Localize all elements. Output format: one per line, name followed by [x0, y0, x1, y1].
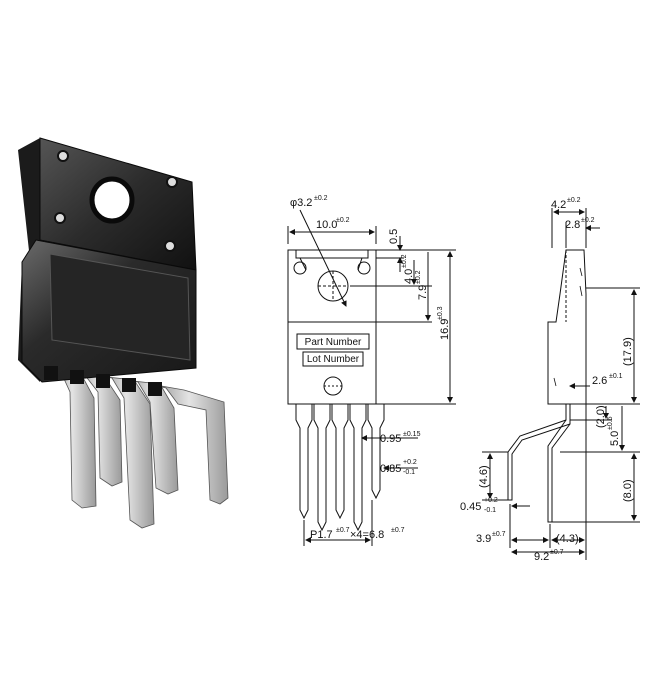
foot-b-dim: (4.3) — [556, 533, 579, 545]
front-view-drawing — [287, 209, 456, 546]
body-height-dim: 16.9 — [439, 319, 451, 340]
hole-diameter-dim: φ3.2 — [290, 197, 312, 209]
tab-height-dim: 7.9 — [417, 285, 429, 300]
side-view-drawing — [482, 208, 640, 560]
hole-center-tol: ±0.2 — [401, 254, 408, 268]
pitch-total-dim: ×4=6.8 — [350, 529, 384, 541]
lead-width-tol: ±0.15 — [403, 431, 421, 438]
foot-c-dim: 9.2 — [534, 551, 549, 563]
side-body-outline — [547, 249, 587, 405]
part-number-box — [296, 333, 370, 350]
lead-length-a-dim: (4.6) — [478, 465, 490, 488]
bend-total-dim: 5.0 — [609, 431, 621, 446]
tab-thickness-tol: ±0.2 — [581, 217, 595, 224]
front-body-outline — [287, 249, 377, 405]
lead-length-b-dim: (8.0) — [622, 479, 634, 502]
package-3d-render — [18, 137, 229, 529]
foot-c-tol: ±0.7 — [550, 549, 564, 556]
side-view-labels: 4.2 ±0.2 2.8 ±0.2 (17.9) 2.6 ±0.1 (2.0) … — [460, 197, 634, 563]
width-dim: 10.0 — [316, 219, 337, 231]
top-offset-dim: 0.5 — [388, 229, 400, 244]
hole-center-dim: 4.0 — [403, 269, 415, 284]
body-height-tol: ±0.3 — [437, 306, 444, 320]
thickness-tol: ±0.2 — [567, 197, 581, 204]
lead-width-dim: 0.95 — [380, 433, 401, 445]
front-leads — [295, 404, 385, 532]
lead-thickness-tol-plus: +0.2 — [484, 497, 498, 504]
side-lead — [507, 404, 571, 501]
tab-thickness-dim: 2.8 — [565, 219, 580, 231]
lot-number-label: Lot Number — [307, 354, 360, 365]
lead-width2-dim: 0.85 — [380, 463, 401, 475]
lead-offset-tol: ±0.1 — [609, 373, 623, 380]
part-number-label: Part Number — [305, 337, 362, 348]
package-leads — [47, 367, 229, 529]
bend-height-dim: (2.0) — [595, 405, 607, 428]
hole-diameter-tol: ±0.2 — [314, 195, 328, 202]
foot-a-tol: ±0.7 — [492, 531, 506, 538]
lead-width2-tol-plus: +0.2 — [403, 459, 417, 466]
side-body-height-dim: (17.9) — [622, 337, 634, 366]
mounting-hole — [89, 176, 135, 224]
lot-number-box — [302, 351, 364, 367]
lead-thickness-tol-minus: -0.1 — [484, 507, 496, 514]
bend-total-tol: ±0.6 — [607, 416, 614, 430]
front-view-labels: Part Number Lot Number φ3.2 ±0.2 10.0 ±0… — [290, 195, 451, 541]
lead-thickness-dim: 0.45 — [460, 501, 481, 513]
pitch-tol: ±0.7 — [336, 527, 350, 534]
width-tol: ±0.2 — [336, 217, 350, 224]
lead-width2-tol-minus: -0.1 — [403, 469, 415, 476]
foot-a-dim: 3.9 — [476, 533, 491, 545]
tab-height-tol: ±0.2 — [415, 270, 422, 284]
thickness-dim: 4.2 — [551, 199, 566, 211]
lead-offset-dim: 2.6 — [592, 375, 607, 387]
pitch-dim: P1.7 — [310, 529, 333, 541]
pitch-total-tol: ±0.7 — [391, 527, 405, 534]
